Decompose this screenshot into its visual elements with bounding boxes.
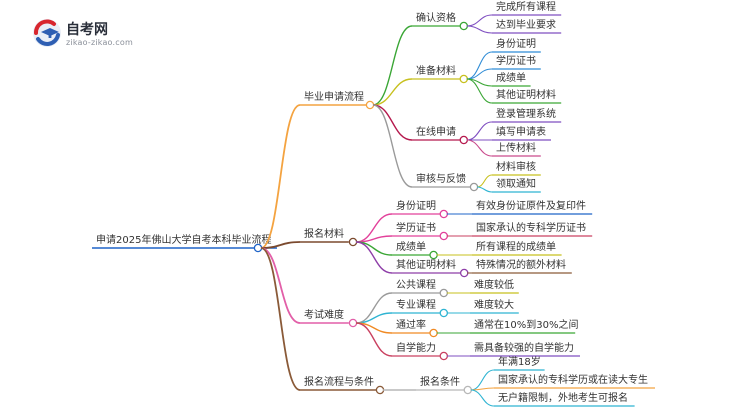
leaf-node: 登录管理系统 [496,107,556,120]
logo-subtitle: zikao-zikao.com [66,38,133,47]
topic-node: 自学能力 [396,341,436,354]
connector-line [355,241,393,274]
branch-node: 报名材料 [304,227,344,240]
topic-node-dot [459,135,469,145]
leaf-node: 有效身份证原件及复印件 [476,199,586,212]
topic-node: 成绩单 [396,240,426,253]
leaf-node: 完成所有课程 [496,0,556,13]
leaf-node: 难度较低 [474,278,514,291]
connector-line [355,213,393,243]
connector-line [260,247,301,324]
site-logo: 自考网 zikao-zikao.com [32,18,142,52]
topic-node-dot [459,74,469,84]
connector-line [260,104,301,249]
topic-node: 专业课程 [396,298,436,311]
connector-line [260,241,301,249]
topic-node-dot [439,288,449,298]
root-node: 申请2025年佛山大学自考本科毕业流程 [96,233,271,246]
topic-node: 确认资格 [416,11,456,24]
connector-line [466,14,493,27]
leaf-node: 无户籍限制，外地考生可报名 [498,391,628,404]
topic-node: 报名条件 [420,375,460,388]
leaf-node: 通常在10%到30%之间 [474,318,578,331]
branch-node-dot [375,385,385,395]
leaf-node: 学历证书 [496,54,536,67]
connector-line [372,104,413,141]
connector-line [355,241,393,256]
connector-line [466,121,493,141]
connector-line [372,104,413,188]
branch-node-dot [365,100,375,110]
topic-node-dot [439,351,449,361]
branch-node-dot [348,318,358,328]
leaf-node: 领取通知 [496,177,536,190]
leaf-node: 需具备较强的自学能力 [474,341,574,354]
leaf-node: 填写申请表 [496,125,546,138]
topic-node: 公共课程 [396,279,436,291]
connector-line [260,247,301,391]
leaf-node: 达到毕业要求 [496,18,556,31]
topic-node-dot [469,182,479,192]
topic-node: 在线申请 [416,125,456,138]
connector-line [466,139,493,157]
leaf-node: 特殊情况的额外材料 [476,258,566,271]
connector-line [466,78,493,104]
leaf-node: 难度较大 [474,298,514,311]
connector-line [466,25,493,34]
connector-line [355,235,393,243]
leaf-node: 所有课程的成绩单 [476,240,556,253]
topic-node-dot [459,268,469,278]
leaf-node: 国家承认的专科学历或在读大专生 [498,373,648,386]
connector-line [372,25,413,106]
graduation-cap-logo-icon [33,19,61,47]
connector-line [470,389,495,407]
branch-node: 毕业申请流程 [304,90,364,103]
topic-node: 准备材料 [416,64,456,77]
logo-title: 自考网 [66,22,108,38]
topic-node-dot [439,308,449,318]
root-node-dot [253,243,263,253]
branch-node: 考试难度 [304,308,344,321]
leaf-node: 国家承认的专科学历证书 [476,221,586,234]
topic-node-dot [429,328,438,338]
leaf-node: 年满18岁 [498,355,541,368]
branch-node: 报名流程与条件 [304,375,374,388]
connector-line [476,186,493,193]
topic-node: 审核与反馈 [416,172,466,185]
topic-node: 通过率 [396,318,426,331]
topic-node-dot [463,385,473,395]
connector-line [466,51,493,80]
topic-node-dot [439,231,449,241]
topic-node: 其他证明材料 [396,258,456,271]
leaf-node: 成绩单 [496,71,526,84]
leaf-node: 上传材料 [496,141,536,154]
connector-line [355,322,393,357]
topic-node-dot [459,21,469,31]
leaf-node: 材料审核 [496,160,536,173]
topic-node: 学历证书 [396,221,436,234]
leaf-node: 其他证明材料 [496,88,556,101]
leaf-node: 身份证明 [496,37,536,50]
topic-node-dot [429,250,438,260]
branch-node-dot [348,237,358,247]
topic-node-dot [439,209,449,219]
topic-node: 身份证明 [396,199,436,212]
connector-line [476,174,493,188]
connector-line [470,369,495,391]
connector-line [372,78,413,106]
